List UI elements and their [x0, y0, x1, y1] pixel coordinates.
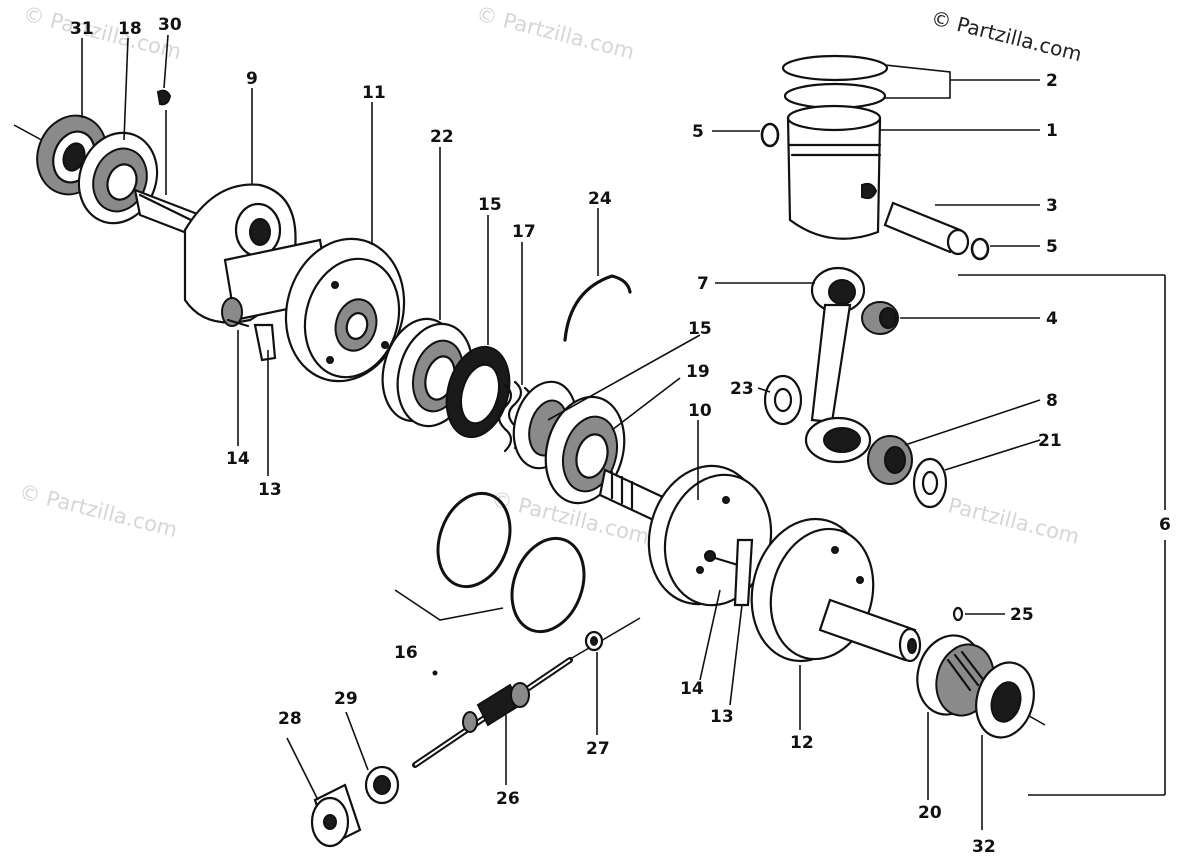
callout-27: 27: [586, 739, 610, 759]
circlip-24: [563, 274, 632, 342]
callout-32: 32: [972, 837, 996, 857]
pin-14-left: [226, 318, 250, 328]
callout-labels: 31 18 30 9 11 22 15 17 24 2 5 1 3 5 7 4 …: [70, 15, 1171, 857]
callout-7: 7: [697, 274, 709, 294]
pin-13-left: [253, 323, 277, 362]
piston-pin-3: [883, 201, 970, 256]
callout-1: 1: [1046, 121, 1058, 141]
crank-web-12: [750, 517, 922, 663]
washer-21: [912, 457, 948, 509]
callout-19: 19: [686, 362, 710, 382]
o-ring-25: [952, 606, 964, 622]
circlip-5-top: [760, 122, 780, 148]
callout-15-top: 15: [478, 195, 502, 215]
bracket-16: [394, 589, 504, 621]
drive-gear-shaft-26: [412, 657, 573, 768]
callout-10: 10: [688, 401, 712, 421]
bushing-28: [310, 783, 362, 848]
callout-29: 29: [334, 689, 358, 709]
callout-12: 12: [790, 733, 814, 753]
callout-24: 24: [588, 189, 612, 209]
callout-25: 25: [1010, 605, 1034, 625]
callout-22: 22: [430, 127, 454, 147]
circlip-5-bottom: [970, 237, 990, 261]
callout-17: 17: [512, 222, 536, 242]
callout-21: 21: [1038, 431, 1062, 451]
callout-14-right: 14: [680, 679, 704, 699]
callout-15-bottom: 15: [688, 319, 712, 339]
piston-rings-2: [781, 54, 889, 110]
callout-30: 30: [158, 15, 182, 35]
pin-14-right: [703, 550, 740, 567]
callout-13-right: 13: [710, 707, 734, 727]
callout-14-left: 14: [226, 449, 250, 469]
callout-6: 6: [1159, 515, 1171, 535]
stray-dot: [432, 670, 438, 676]
callout-4: 4: [1046, 309, 1058, 329]
leader-lines: [81, 34, 1166, 830]
callout-23: 23: [730, 379, 754, 399]
callout-8: 8: [1046, 391, 1058, 411]
crank-web-11: [284, 237, 406, 383]
callout-11: 11: [362, 83, 386, 103]
connecting-rod-7: [804, 266, 872, 464]
pin-13-right: [733, 538, 754, 607]
watermark-tile: © Partzilla.com: [17, 480, 180, 542]
callout-2: 2: [1046, 71, 1058, 91]
callout-16: 16: [394, 643, 418, 663]
callout-18: 18: [118, 19, 142, 39]
washer-27: [584, 630, 604, 652]
callout-26: 26: [496, 789, 520, 809]
callout-9: 9: [246, 69, 258, 89]
callout-5-bottom: 5: [1046, 237, 1058, 257]
woodruff-key-30: [156, 89, 172, 106]
watermark-tile: © Partzilla.com: [474, 2, 637, 64]
oil-seal-32: [975, 661, 1035, 739]
watermark-corner: © Partzilla.com: [929, 6, 1085, 67]
callout-5-top: 5: [692, 122, 704, 142]
washer-23: [763, 374, 803, 426]
piston-rings-16: [436, 491, 586, 634]
callout-28: 28: [278, 709, 302, 729]
callout-20: 20: [918, 803, 942, 823]
needle-bearing-8: [867, 435, 913, 485]
spacer-15-a: [445, 345, 511, 439]
callout-13-left: 13: [258, 480, 282, 500]
piston-1: [786, 104, 882, 240]
callout-3: 3: [1046, 196, 1058, 216]
needle-bearing-4: [861, 301, 899, 335]
callout-31: 31: [70, 19, 94, 39]
seal-29: [364, 765, 400, 805]
